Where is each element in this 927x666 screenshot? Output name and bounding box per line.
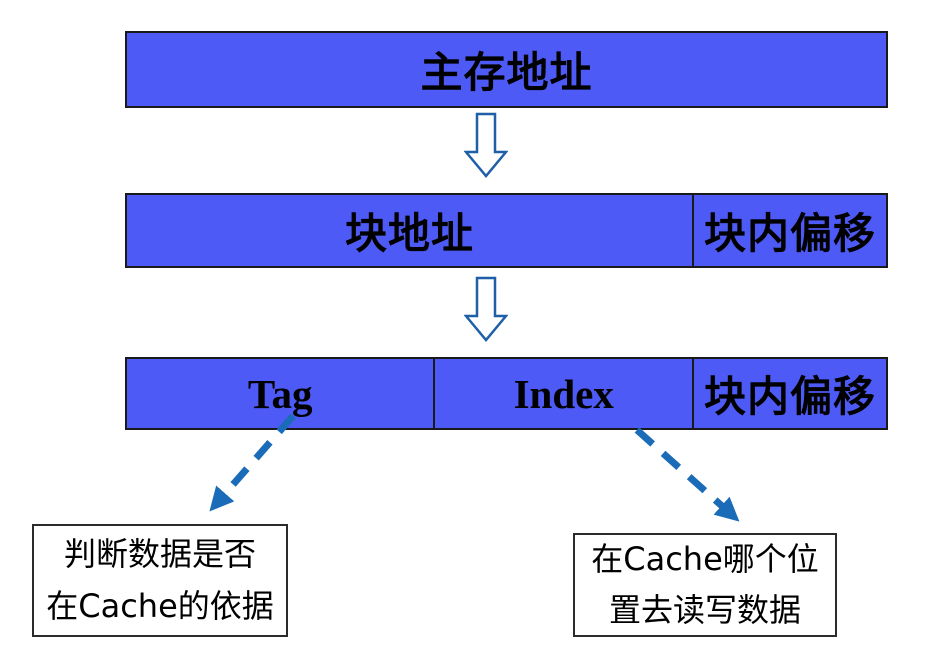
tag-cell: Tag	[127, 359, 433, 428]
main-memory-address-box: 主存地址	[125, 31, 888, 108]
block-address-row: 块地址 块内偏移	[125, 193, 888, 268]
index-note-box: 在Cache哪个位 置去读写数据	[573, 533, 837, 637]
down-arrow-icon	[464, 112, 508, 178]
main-memory-address-cell: 主存地址	[127, 33, 886, 106]
down-arrow-shape	[464, 112, 508, 178]
block-address-cell: 块地址	[127, 195, 692, 266]
index-note-line-1: 在Cache哪个位	[591, 539, 819, 578]
index-note-line-2: 置去读写数据	[608, 591, 801, 629]
block-offset-cell: 块内偏移	[692, 195, 886, 266]
index-cell: Index	[433, 359, 692, 428]
tag-note-line-2: 在Cache的依据	[46, 586, 274, 625]
down-arrow-shape	[464, 276, 508, 342]
block-offset-cell: 块内偏移	[692, 359, 886, 428]
block-address-label: 块地址	[345, 212, 475, 258]
block-offset-label: 块内偏移	[704, 212, 877, 258]
block-offset-label: 块内偏移	[704, 375, 877, 421]
tag-note-line-1: 判断数据是否	[63, 535, 256, 574]
down-arrow-icon	[464, 276, 508, 342]
tag-note-box: 判断数据是否 在Cache的依据	[32, 524, 288, 637]
tag-index-row: Tag Index 块内偏移	[125, 357, 888, 430]
index-dashed-arrow	[634, 427, 740, 522]
index-label: Index	[513, 370, 614, 417]
tag-label: Tag	[247, 370, 313, 417]
main-memory-address-label: 主存地址	[420, 51, 593, 97]
